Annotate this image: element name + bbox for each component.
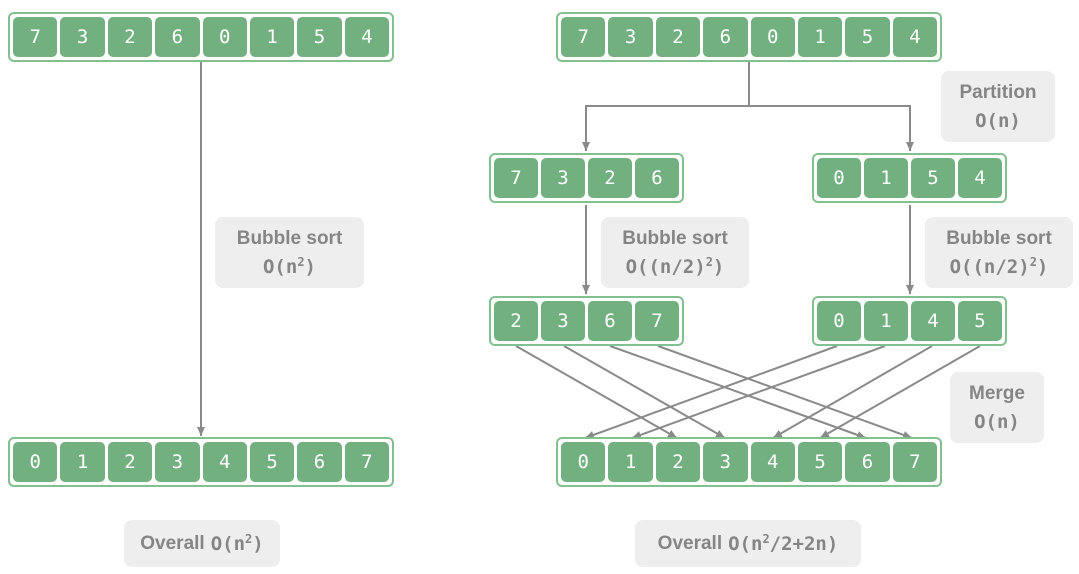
array-cell: 3 (60, 17, 105, 57)
array-cell: 0 (13, 442, 58, 482)
merge-line (515, 345, 678, 439)
bubble-sort-complexity: O(n2) (262, 254, 316, 278)
array-cell: 4 (750, 442, 795, 482)
array-cell: 2 (588, 158, 632, 198)
array-cell: 7 (494, 158, 538, 198)
array-cell: 1 (60, 442, 105, 482)
overall-complexity-left: Overall O(n2) (124, 520, 280, 567)
array-cell: 5 (845, 17, 890, 57)
array-cell: 6 (155, 17, 200, 57)
overall-cost: O(n2) (210, 531, 264, 555)
array-cell: 3 (703, 442, 748, 482)
array-cell: 6 (297, 442, 342, 482)
merge-line (819, 345, 981, 439)
array-cell: 0 (561, 442, 606, 482)
array-cell: 0 (817, 301, 861, 341)
partition-connector-b (749, 105, 914, 151)
array-cell: 4 (892, 17, 937, 57)
array-cell: 7 (344, 442, 389, 482)
merge-line (657, 345, 913, 439)
partition-complexity: O(n) (975, 109, 1021, 132)
array-cell: 2 (107, 442, 153, 482)
array-cell: 6 (703, 17, 748, 57)
merge-line (584, 345, 838, 439)
array-cell: 1 (864, 301, 908, 341)
array-cell: 1 (864, 158, 908, 198)
array-cell: 7 (13, 17, 58, 57)
overall-cost: O(n2/2+2n) (728, 531, 839, 555)
array-cell: 3 (541, 158, 585, 198)
array-cell: 6 (635, 158, 679, 198)
array-cell: 4 (344, 17, 389, 57)
partition-title: Partition (959, 81, 1037, 103)
array-cell: 5 (958, 301, 1002, 341)
array-cell: 1 (797, 17, 843, 57)
bubble-sort-title: Bubble sort (622, 227, 728, 249)
bubble-sort-label-b: Bubble sort O((n/2)2) (925, 217, 1073, 288)
merge-complexity: O(n) (974, 410, 1020, 433)
overall-word: Overall (657, 532, 723, 554)
array-cell: 5 (297, 17, 342, 57)
merge-line (631, 345, 886, 439)
array-cell: 6 (845, 442, 890, 482)
bubble-sort-title: Bubble sort (236, 227, 343, 249)
array-cell: 4 (911, 301, 955, 341)
array-cell: 1 (249, 17, 295, 57)
overall-word: Overall (140, 532, 205, 554)
bubble-sort-label-left: Bubble sort O(n2) (215, 217, 364, 288)
array-cell: 7 (892, 442, 937, 482)
bubble-sort-complexity: O((n/2)2) (949, 254, 1049, 278)
bubble-sort-title: Bubble sort (946, 227, 1052, 249)
merge-line (609, 345, 867, 439)
array-cell: 5 (249, 442, 295, 482)
bubble-sort-complexity: O((n/2)2) (625, 254, 725, 278)
merge-title: Merge (969, 382, 1025, 404)
array-cell: 3 (155, 442, 200, 482)
array-cell: 7 (635, 301, 679, 341)
array-cell: 5 (797, 442, 843, 482)
merge-line (563, 345, 726, 439)
array-cell: 4 (958, 158, 1002, 198)
array-cell: 0 (202, 17, 247, 57)
merge-label: Merge O(n) (950, 372, 1044, 443)
array-cell: 5 (911, 158, 955, 198)
overall-complexity-right: Overall O(n2/2+2n) (635, 520, 861, 567)
bubble-sort-label-a: Bubble sort O((n/2)2) (601, 217, 749, 288)
array-cell: 2 (655, 442, 701, 482)
array-cell: 2 (107, 17, 153, 57)
array-cell: 3 (541, 301, 585, 341)
array-cell: 0 (817, 158, 861, 198)
array-cell: 2 (655, 17, 701, 57)
array-cell: 3 (608, 17, 653, 57)
array-cell: 7 (561, 17, 606, 57)
partition-connector (582, 62, 750, 151)
array-cell: 4 (202, 442, 247, 482)
partition-label: Partition O(n) (941, 71, 1055, 142)
merge-line (772, 345, 933, 439)
array-cell: 2 (494, 301, 538, 341)
array-cell: 1 (608, 442, 653, 482)
array-cell: 6 (588, 301, 632, 341)
array-cell: 0 (750, 17, 795, 57)
